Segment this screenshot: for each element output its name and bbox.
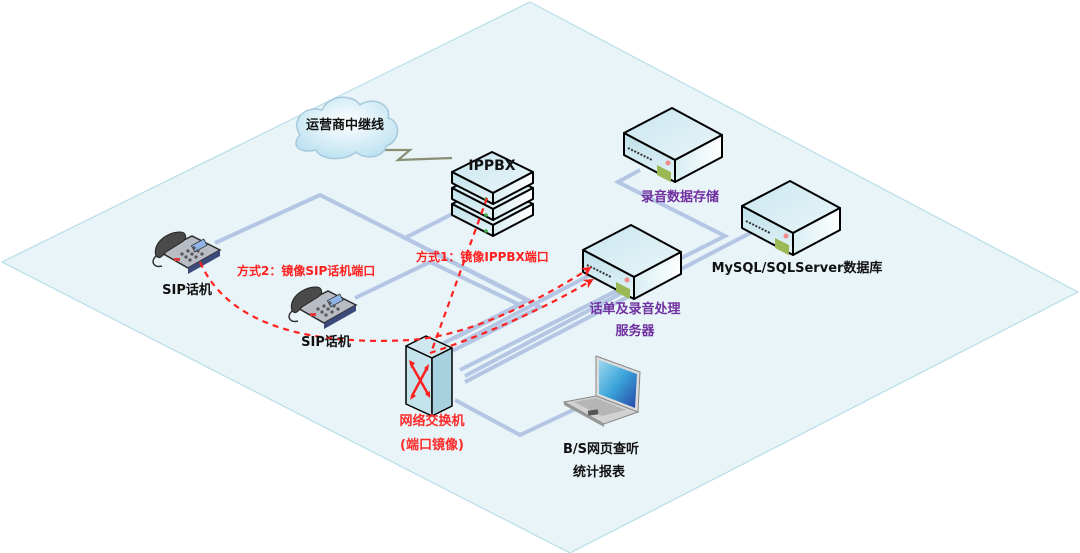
- processor-label-line1: 话单及录音处理: [589, 302, 681, 317]
- database-label: MySQL/SQLServer数据库: [711, 261, 883, 276]
- link-laptop-switch: [454, 398, 591, 438]
- switch-label-line2: (端口镜像): [400, 438, 464, 453]
- network-switch-icon: [405, 335, 453, 417]
- database-server-icon: [741, 180, 841, 256]
- cloud-label: 运营商中继线: [305, 118, 385, 133]
- storage-server-icon: [623, 107, 723, 183]
- link-storage-switch: [459, 168, 730, 372]
- processor-server-icon: [582, 224, 682, 300]
- mirror-path-to-processor: [429, 278, 594, 355]
- phone1-label: SIP话机: [162, 283, 212, 298]
- ippbx-label: IPPBX: [468, 158, 516, 174]
- link-mirror-trunk-a: [461, 273, 591, 344]
- processor-label-line2: 服务器: [615, 324, 655, 339]
- storage-label: 录音数据存储: [640, 190, 720, 205]
- link-database-switch: [464, 230, 753, 384]
- laptop-icon: [562, 355, 641, 427]
- switch-label-line1: 网络交换机: [399, 414, 465, 429]
- mirror-paths: [198, 197, 594, 355]
- ippbx-server-stack: [451, 151, 534, 237]
- sip-phone-icon: [288, 286, 358, 329]
- sip-phone-icon: [152, 231, 222, 274]
- carrier-trunk-cloud: [295, 96, 399, 160]
- laptop-label-line1: B/S网页查听: [562, 442, 640, 457]
- laptop-label-line2: 统计报表: [572, 465, 626, 480]
- trunk-line: [385, 148, 453, 162]
- method2-annotation: 方式2：镜像SIP话机端口: [237, 264, 376, 278]
- link-phone2-switch: [354, 259, 525, 340]
- phone2-label: SIP话机: [301, 335, 351, 350]
- mirror-path-method1: [430, 197, 489, 351]
- method1-annotation: 方式1：镜像IPPBX端口: [416, 250, 549, 264]
